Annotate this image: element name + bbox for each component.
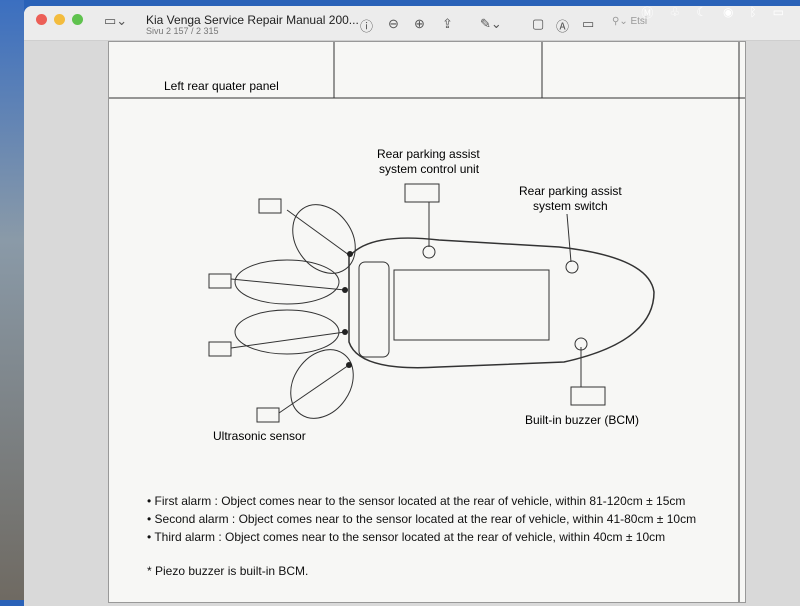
switch-marker	[565, 260, 579, 274]
switch-label: Rear parking assist	[519, 184, 622, 198]
sensor-zone-3	[234, 309, 340, 355]
control-unit-box	[404, 183, 440, 203]
top-label: Left rear quater panel	[164, 79, 279, 93]
info-icon[interactable]: ⓘ	[360, 19, 374, 34]
menubar-extras: Ⓜ ♧ ☾ ◉ ᛒ ▭	[584, 6, 794, 24]
search-field[interactable]: ⚲⌄ Etsi	[612, 16, 648, 27]
bullet-text: Second alarm : Object comes near to the …	[154, 512, 697, 526]
zoom-button[interactable]	[72, 14, 83, 25]
buzzer-label: Built-in buzzer (BCM)	[525, 413, 639, 427]
toolbar: ▭⌄ Kia Venga Service Repair Manual 200..…	[24, 6, 800, 41]
search-placeholder: Etsi	[630, 16, 648, 27]
rotate-icon[interactable]: ▢	[532, 16, 545, 31]
parking-assist-diagram: Left rear quater panel Rear parking assi…	[109, 42, 745, 602]
play-icon[interactable]: ◉	[722, 6, 734, 19]
control-unit-label-2: system control unit	[379, 162, 480, 176]
document-title: Kia Venga Service Repair Manual 200...	[146, 13, 359, 27]
m-icon[interactable]: Ⓜ	[641, 6, 654, 20]
bullet-second-alarm: • Second alarm : Object comes near to th…	[147, 512, 697, 526]
note: * Piezo buzzer is built-in BCM.	[147, 564, 309, 578]
bullet-third-alarm: • Third alarm : Object comes near to the…	[147, 530, 666, 544]
switch-label-2: system switch	[533, 199, 608, 213]
sensor-zone-1	[292, 204, 356, 274]
moon-icon[interactable]: ☾	[696, 6, 707, 19]
sensor-box	[258, 198, 282, 214]
page-info: Sivu 2 157 / 2 315	[146, 26, 219, 36]
preview-window: ▭⌄ Kia Venga Service Repair Manual 200..…	[24, 6, 800, 606]
battery-icon[interactable]: ▭	[772, 6, 784, 19]
car-outline	[348, 237, 655, 369]
sidebar-toggle-icon[interactable]: ▭⌄	[104, 13, 128, 28]
form-icon[interactable]: ▭	[582, 16, 595, 31]
document-view: Left rear quater panel Rear parking assi…	[24, 41, 800, 606]
bullet-first-alarm: • First alarm : Object comes near to the…	[147, 494, 686, 508]
extension-icon[interactable]: ♧	[669, 6, 681, 19]
desktop-background	[0, 0, 24, 600]
control-unit-label: Rear parking assist	[377, 147, 480, 161]
zoom-out-icon[interactable]: ⊖	[388, 16, 399, 31]
zoom-in-icon[interactable]: ⊕	[414, 16, 425, 31]
sensor-label: Ultrasonic sensor	[213, 429, 306, 443]
bullet-text: First alarm : Object comes near to the s…	[154, 494, 686, 508]
buzzer-box	[570, 386, 606, 406]
bluetooth-icon[interactable]: ᛒ	[749, 6, 757, 19]
annotate-icon[interactable]: Ⓐ	[556, 19, 570, 34]
manual-page: Left rear quater panel Rear parking assi…	[108, 41, 746, 603]
minimize-button[interactable]	[54, 14, 65, 25]
markup-pen-icon[interactable]: ✎⌄	[480, 16, 502, 31]
sensor-zone-4	[290, 349, 354, 419]
car-roof	[393, 269, 550, 341]
sensor-zone-2	[234, 259, 340, 305]
bullet-text: Third alarm : Object comes near to the s…	[154, 530, 666, 544]
share-icon[interactable]: ⇪	[442, 16, 453, 31]
close-button[interactable]	[36, 14, 47, 25]
